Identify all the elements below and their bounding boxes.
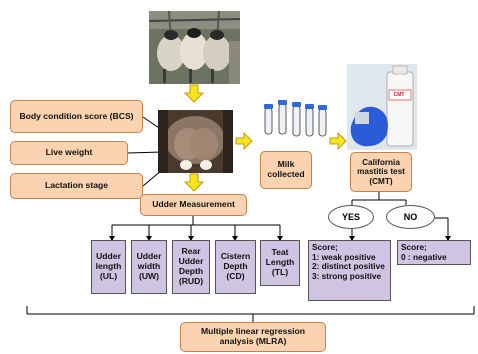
bcs-box: Body condition score (BCS) — [10, 100, 143, 133]
milk-collected-box: Milk collected — [260, 151, 312, 189]
no-oval: NO — [386, 205, 435, 229]
measurement-ul: Udder length (UL) — [91, 240, 126, 294]
live-weight-box: Live weight — [10, 141, 128, 165]
lactation-stage-box: Lactation stage — [10, 173, 143, 199]
score-yes-box: Score; 1: weak positive 2: distinct posi… — [308, 240, 391, 301]
cmt-box: California mastitis test (CMT) — [350, 152, 412, 192]
measurement-uw: Udder width (UW) — [131, 240, 167, 294]
score-yes-line: Score; — [312, 242, 338, 252]
score-no-box: Score; 0 : negative — [397, 240, 471, 265]
cmt-bottle-photo — [347, 64, 417, 150]
udder-measurement-box: Udder Measurement — [140, 194, 247, 216]
sheep-photo — [149, 11, 240, 84]
score-no-line: Score; — [401, 242, 427, 252]
udder-photo — [158, 110, 233, 173]
yes-oval: YES — [328, 205, 374, 229]
score-yes-line: 1: weak positive — [312, 251, 376, 262]
score-yes-line: 3: strong positive — [312, 270, 382, 281]
measurement-rud: Rear Udder Depth (RUD) — [172, 240, 210, 294]
score-no-line: 0 : negative — [401, 251, 447, 262]
test-tubes-icon — [264, 100, 327, 137]
cmt-bottle-label: CMT — [393, 91, 405, 98]
score-yes-line: 2: distinct positive — [312, 261, 385, 272]
measurement-tl: Teat Length (TL) — [260, 240, 300, 286]
measurement-cd: Cistern Depth (CD) — [215, 240, 256, 294]
mlra-box: Multiple linear regression analysis (MLR… — [180, 322, 326, 352]
